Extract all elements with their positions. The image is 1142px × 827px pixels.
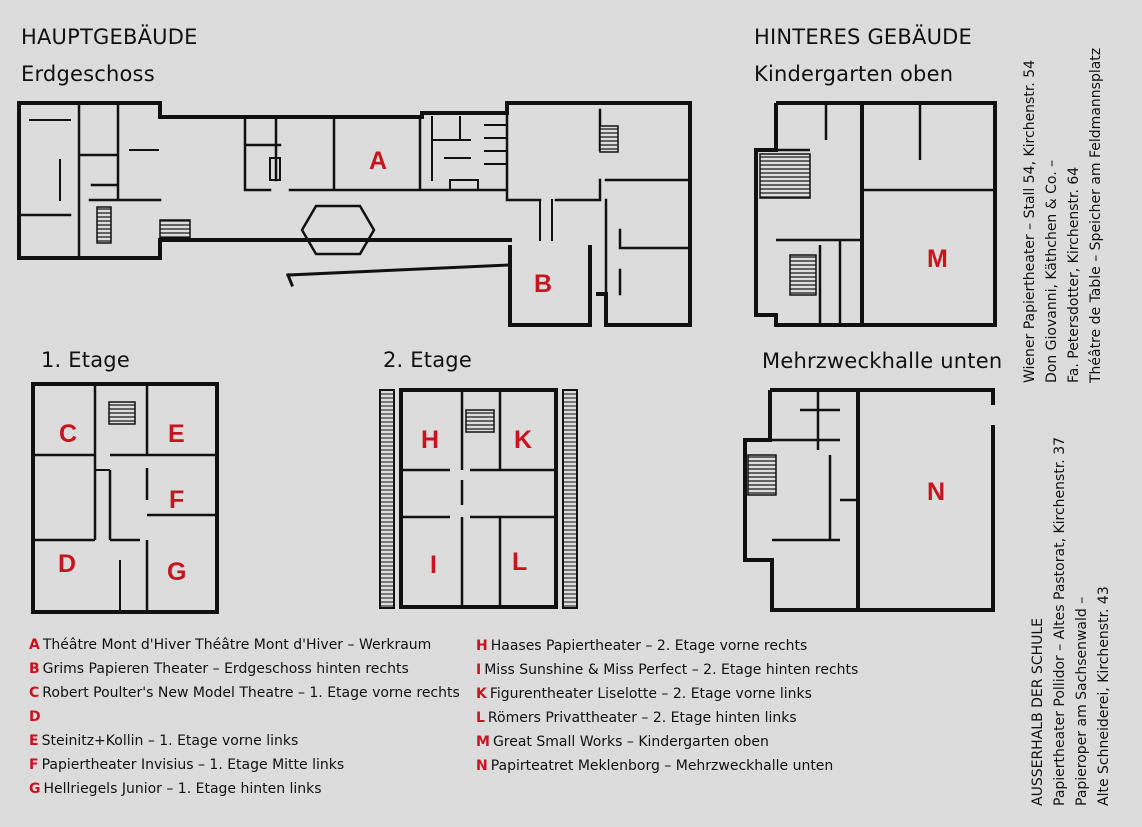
legend-item: D (29, 709, 41, 725)
room-label-h: H (421, 426, 439, 454)
plan-second-floor (399, 388, 558, 609)
facade-icon (379, 389, 395, 609)
room-label-c: C (59, 420, 77, 448)
facade-icon (562, 389, 578, 609)
room-label-e: E (168, 420, 185, 448)
stairs-icon (159, 219, 191, 239)
room-label-b: B (534, 270, 552, 298)
room-label-g: G (167, 558, 186, 586)
heading-hall: Mehrzweckhalle unten (762, 349, 1003, 373)
room-label-a: A (369, 147, 387, 175)
side-text-bottom: AUSSERHALB DER SCHULE Papiertheater Poll… (1030, 436, 1112, 806)
stairs-icon (108, 401, 136, 425)
stairs-icon (747, 454, 777, 496)
room-label-d: D (58, 550, 76, 578)
room-label-i: I (430, 551, 437, 579)
room-label-n: N (927, 478, 945, 506)
plan-kindergarten (754, 101, 997, 327)
heading-main-building: HAUPTGEBÄUDE (21, 25, 198, 49)
heading-rear-building: HINTERES GEBÄUDE (754, 25, 972, 49)
room-label-l: L (512, 548, 527, 576)
room-label-f: F (169, 486, 184, 514)
heading-kindergarten: Kindergarten oben (754, 62, 954, 86)
plan-first-floor (31, 382, 219, 614)
stairs-icon (789, 254, 817, 296)
stairs-icon (465, 409, 495, 433)
room-label-m: M (927, 245, 948, 273)
plan-hall (743, 388, 995, 612)
room-label-k: K (514, 426, 532, 454)
heading-second-floor: 2. Etage (383, 348, 472, 372)
heading-first-floor: 1. Etage (41, 348, 130, 372)
stairs-icon (599, 125, 619, 153)
stairs-icon (96, 206, 112, 244)
side-text-top: Wiener Papiertheater – Stall 54, Kirchen… (1022, 47, 1104, 383)
plan-ground-floor (17, 101, 692, 327)
stairs-icon (759, 153, 811, 199)
heading-ground-floor: Erdgeschoss (21, 62, 155, 86)
